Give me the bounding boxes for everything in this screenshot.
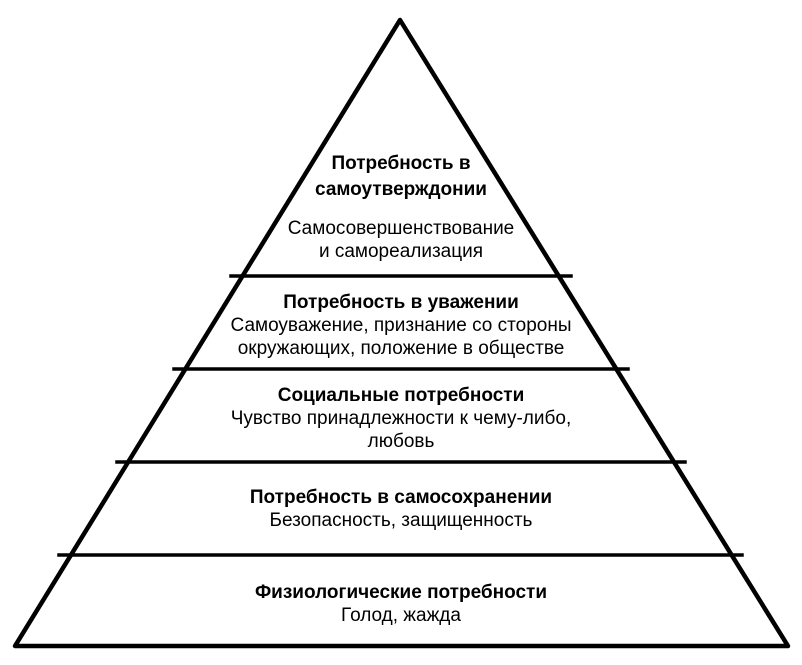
tier-social: Социальные потребности Чувство принадлеж… <box>0 384 802 453</box>
tier-esteem: Потребность в уважении Самоуважение, при… <box>0 291 802 360</box>
pyramid-outline <box>12 17 791 649</box>
tier-social-description: Чувство принадлежности к чему-либо, любо… <box>230 408 572 452</box>
tier-safety: Потребность в самосохранении Безопасност… <box>0 486 802 532</box>
tier-physiological-title: Физиологические потребности <box>254 582 548 603</box>
tier-physiological-description: Голод, жажда <box>341 605 461 626</box>
tier-safety-title: Потребность в самосохранении <box>249 487 553 508</box>
tier-self-actualization-title: Потребность в самоутверждонии <box>315 153 487 200</box>
tier-esteem-description: Самоуважение, признание со стороны окруж… <box>230 315 572 359</box>
tier-self-actualization-description: Самосовершенствование и самореализация <box>287 218 515 262</box>
tier-self-actualization: Потребность в самоутверждонии Самосоверш… <box>0 151 802 263</box>
tier-safety-description: Безопасность, защищенность <box>269 510 533 531</box>
tier-esteem-title: Потребность в уважении <box>283 292 519 313</box>
tier-social-title: Социальные потребности <box>277 385 525 406</box>
tier-physiological: Физиологические потребности Голод, жажда <box>0 581 802 627</box>
